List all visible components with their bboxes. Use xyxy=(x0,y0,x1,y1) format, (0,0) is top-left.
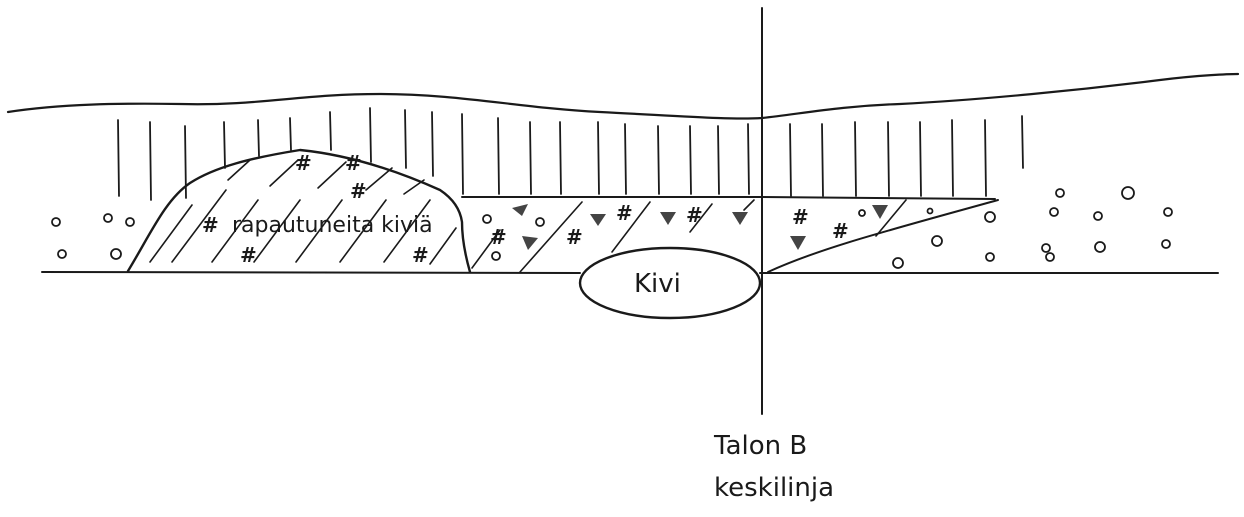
hash-symbols: # # # # # # # # # # # # xyxy=(202,151,849,267)
triangle-marker xyxy=(522,236,538,250)
wedge-hatch-line xyxy=(875,199,907,237)
triangle-marker xyxy=(512,204,528,216)
weathered-stones-hatching xyxy=(149,159,457,265)
triangle-marker xyxy=(590,214,606,226)
topsoil-hatching xyxy=(117,107,1024,201)
triangle-marker xyxy=(790,236,806,250)
hash-symbol: # xyxy=(345,151,362,175)
middle-layer-hatching xyxy=(471,199,755,273)
hash-symbol: # xyxy=(350,179,367,203)
ground-surface-line xyxy=(6,72,1240,120)
hash-symbol: # xyxy=(202,213,219,237)
hash-symbol: # xyxy=(792,205,809,229)
hash-symbol: # xyxy=(295,151,312,175)
wedge-layer-outline xyxy=(767,199,999,273)
middle-layer-top-boundary xyxy=(461,196,996,200)
stone-label: Kivi xyxy=(634,269,681,299)
weathered-stones-label: rapautuneita kiviä xyxy=(232,213,433,238)
hash-symbol: # xyxy=(566,225,583,249)
hash-symbol: # xyxy=(686,203,703,227)
triangle-markers xyxy=(512,204,888,250)
stone-outline xyxy=(578,246,762,320)
hash-symbol: # xyxy=(490,225,507,249)
weathered-stones-layer-outline xyxy=(126,148,472,274)
hash-symbol: # xyxy=(616,201,633,225)
hash-symbol: # xyxy=(832,219,849,243)
centerline-label-line1: Talon B xyxy=(713,431,807,461)
hash-symbol: # xyxy=(412,243,429,267)
triangle-marker xyxy=(732,212,748,225)
baseline-left xyxy=(41,271,581,274)
hash-symbol: # xyxy=(240,243,257,267)
centerline-label-line2: keskilinja xyxy=(714,473,834,503)
triangle-marker xyxy=(660,212,676,225)
triangle-marker xyxy=(872,205,888,219)
gravel-circles xyxy=(51,186,1173,269)
